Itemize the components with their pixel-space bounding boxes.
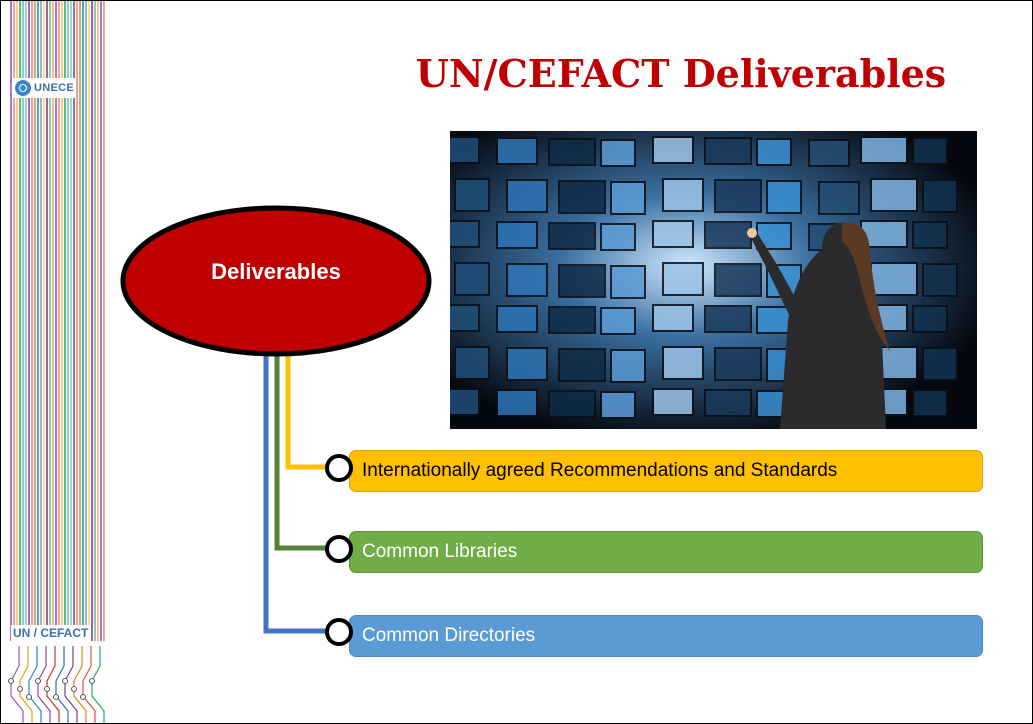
- un-emblem-icon: [15, 80, 31, 96]
- slide-title: UN/CEFACT Deliverables: [415, 51, 947, 96]
- connector-standards: [285, 351, 337, 470]
- branch-box-directories: Common Directories: [349, 615, 983, 657]
- deliverables-ellipse: [120, 205, 432, 357]
- unece-logo: UNECE: [13, 78, 77, 98]
- connector-libraries: [274, 351, 337, 551]
- cefact-logo: UN / CEFACT: [11, 625, 91, 641]
- connector-directories: [263, 351, 337, 634]
- side-stripe-decoration: [8, 1, 105, 723]
- unece-logo-text: UNECE: [34, 82, 75, 94]
- deliverables-node-label: Deliverables: [211, 259, 341, 284]
- branch-node-circle-directories: [325, 618, 353, 646]
- branch-box-standards: Internationally agreed Recommendations a…: [349, 450, 983, 492]
- digital-screens-photo: [450, 131, 977, 429]
- branch-node-circle-standards: [325, 454, 353, 482]
- branch-node-circle-libraries: [325, 535, 353, 563]
- branch-box-libraries: Common Libraries: [349, 531, 983, 573]
